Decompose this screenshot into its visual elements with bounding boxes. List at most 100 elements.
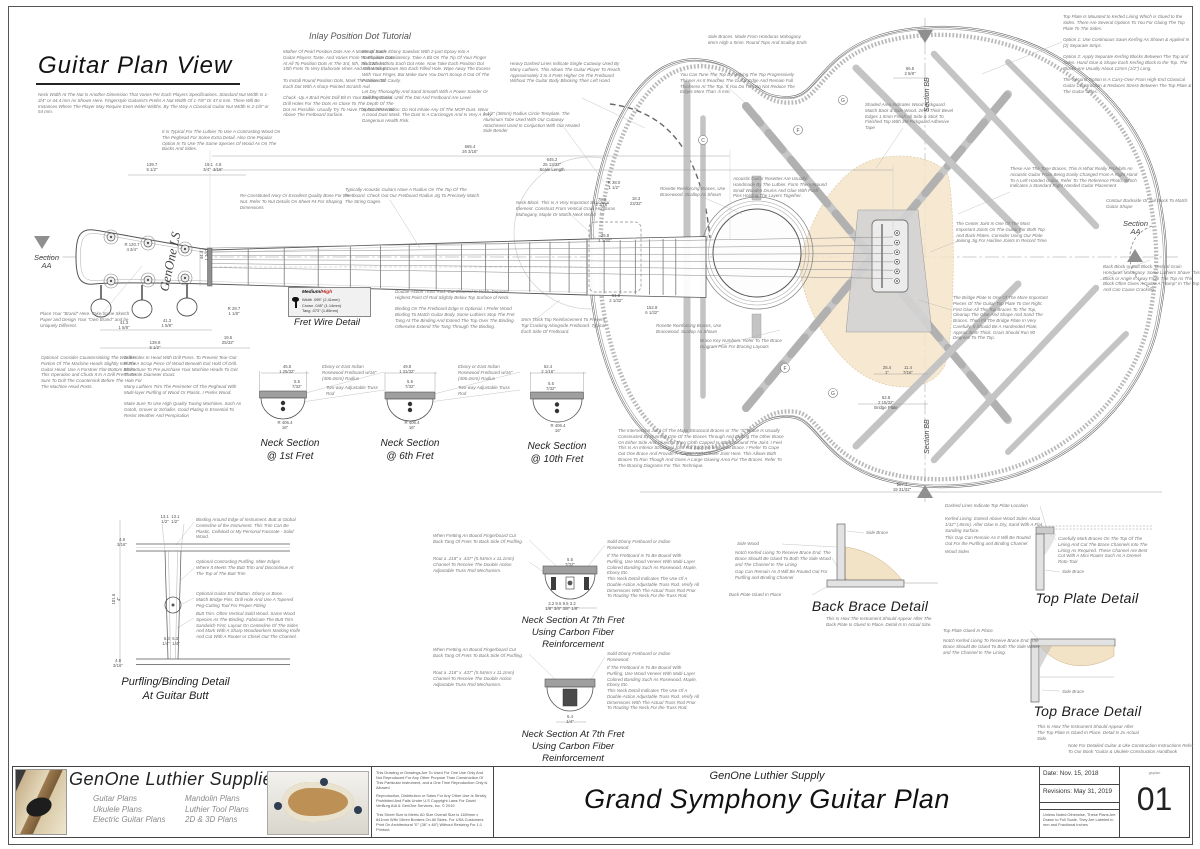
caption-neck-section-10: Neck Section @ 10th Fret xyxy=(527,441,587,465)
dimension-label: 18.3 23/32" xyxy=(629,196,643,207)
note-x-brace-joint: The Intersection Joint Of The Major Stru… xyxy=(618,428,784,468)
dimension-label: 25.8 1 1/32" xyxy=(598,233,612,244)
note-tune-top: You Can Tune The Top By Making The Top P… xyxy=(680,72,795,95)
plans-list-item: Mandolin Plans xyxy=(185,794,240,803)
caption-back-brace: Back Brace Detail xyxy=(811,598,929,614)
fret-crown-spec: Crown .045" (1.14mm) xyxy=(302,302,342,308)
note-brand: Place Your "Brand" Here. Take Some Sketc… xyxy=(40,311,130,328)
brace-key-letter: G xyxy=(841,98,845,104)
plans-list-item: Electric Guitar Plans xyxy=(93,815,166,824)
dimension-label: 19.5 25/32" xyxy=(221,335,235,346)
neck-section-6th-fret xyxy=(384,391,436,422)
dimension-label: 6.3 6.3 1/4" 1/4" xyxy=(162,636,180,647)
bridge xyxy=(871,219,909,293)
tail-block xyxy=(1129,225,1153,289)
note-rosette: Acoustic Guitar Rosettes Are Usually Han… xyxy=(733,176,827,199)
dimension-label: 5.5 7/32" xyxy=(546,381,556,392)
note-mark-braces: Carefully Mark Braces On The Top Of The … xyxy=(1058,536,1148,564)
label-back-plate: Back Plate Glued In Place xyxy=(729,592,782,597)
date-cell: Date: Nov. 15, 2018 Revisions: May 31, 2… xyxy=(1039,767,1120,837)
plan-title-cell: GenOne Luthier Supply Grand Symphony Gui… xyxy=(493,767,1040,837)
label-side-brace: Side Brace xyxy=(866,530,889,535)
dimension-label: 45.5 1 25/32" xyxy=(279,364,295,375)
section-aa-triangle-left xyxy=(34,236,50,249)
note-tail-block: Contour Backside Of Tail Block To Match … xyxy=(1106,198,1188,209)
dimension-label: 51.8 2 1/32" xyxy=(609,293,623,304)
note-notch-kerfed: Notch Kerfed Lining To Receive Brace End… xyxy=(735,550,831,567)
dimension-label: R 120.7 4 3/4" xyxy=(124,242,140,253)
dimension-label: 665.4 26 3/16" xyxy=(462,144,478,155)
note-nut-material: Re-Constituted Ivory Or Excellent Qualit… xyxy=(240,193,350,210)
note-peghead-wood: It Is Typical For The Luthier To Use A C… xyxy=(162,129,281,152)
dimension-label: R 28.7 1 1/8" xyxy=(227,306,241,317)
note-truss-binding: Double-Action Truss Rod. Cut Channel In … xyxy=(395,289,515,329)
sheet-number: 01 xyxy=(1136,781,1173,817)
label-top-plate-glued: Top Plate Glued In Place. xyxy=(943,628,994,633)
dimension-label: R 406.4 16" xyxy=(404,420,420,431)
dimension-label: 41.3 1 5/8" xyxy=(161,318,173,329)
leader-lines xyxy=(99,41,1151,692)
sheet-border xyxy=(8,6,1193,845)
dimension-label: 101.6 4" xyxy=(110,593,121,605)
caption-top-brace: Top Brace Detail xyxy=(1033,703,1142,719)
fret-grade-high-label: High xyxy=(321,290,333,295)
dimension-label: 11.4 7/16" xyxy=(903,365,913,376)
fret-tang-spec: Tang .073" (1.85mm) xyxy=(302,308,339,314)
top-brace-detail xyxy=(1030,638,1116,703)
dimension-label: 13.1 13.1 1/2" 1/2" xyxy=(160,514,180,525)
note-kerfing-options: Top Plate Is Mounted to Kerfed Lining Wh… xyxy=(1063,14,1192,94)
plans-list-item: Ukulele Plans xyxy=(93,804,142,814)
fret-wire-detail-box: Medium/High Width .095" (2.41mm) Crown .… xyxy=(288,287,371,317)
dimension-label: 41.3 1 5/8" xyxy=(118,320,130,331)
neck-block xyxy=(588,221,642,293)
logo-photo-guitar-mold xyxy=(267,771,369,835)
neck-section-10th-fret xyxy=(530,391,584,423)
caption-neck-7th-b: Neck Section At 7th Fret Using Carbon Fi… xyxy=(521,729,625,764)
dimension-label: 49.8 1 31/32" xyxy=(399,364,415,375)
neck-edges xyxy=(209,238,588,296)
note-end-button: Optional Guitar End Button. Ebony or Bon… xyxy=(196,591,294,608)
dimension-label: R 406.4 16" xyxy=(550,423,566,434)
note-top-reinforcement: 3mm Thick Top Reinforcement To Prevent T… xyxy=(521,317,606,334)
top-plate-detail xyxy=(1035,525,1152,591)
brace-key-letter: C xyxy=(701,138,705,144)
dimension-label: 44.4 1 3/4" xyxy=(198,249,209,261)
note-drill-holes: Drill Holes In Head With Drill Press. To… xyxy=(124,355,242,418)
section-aa-triangle-right xyxy=(1127,249,1143,262)
note-cutaway: Heavy Dashed Lines Indicate Single Cutaw… xyxy=(510,61,621,84)
note-verify-truss: This Neck Detail Indicates The Use Of A … xyxy=(607,688,699,711)
plans-list-item: 2D & 3D Plans xyxy=(185,815,238,824)
end-button xyxy=(164,596,182,614)
dimension-label: 4.8 3/16" xyxy=(117,537,127,548)
plans-list-item: Luthier Tool Plans xyxy=(185,804,249,814)
note-gap-remain: Gap Can Remain As It Will Be Routed Out … xyxy=(735,569,828,580)
label-section-bb-top: Section BB xyxy=(924,77,932,112)
section-bb-triangle-bottom xyxy=(917,485,933,498)
nut xyxy=(207,247,213,287)
label-side-brace: Side Brace xyxy=(1062,569,1085,574)
label-side-brace: Side Brace xyxy=(1062,689,1085,694)
inlay-tutorial-heading: Inlay Position Dot Tutorial xyxy=(309,31,411,41)
fret-grade-label: Medium/ xyxy=(302,290,322,295)
legal-paragraph: Reproduction, Distribution or Sales For … xyxy=(376,793,487,809)
scale-note: Unless Noted Otherwise, These Plans Are … xyxy=(1043,812,1116,828)
neck-section-7th-carbon-a xyxy=(542,565,598,600)
tuner-posts xyxy=(103,229,193,289)
note-truss-channel: Rout a .218" x .437" (5.54mm x 11.1mm) C… xyxy=(433,670,515,687)
cutaway-dashed-line xyxy=(609,103,711,239)
note-verify-truss: This Neck Detail Indicates The Use Of A … xyxy=(607,576,699,599)
sheet-code: gsplan xyxy=(1148,770,1161,775)
empty-row xyxy=(1040,803,1120,810)
mold-shape xyxy=(282,782,354,822)
dimension-label: 152.8 6 1/32" xyxy=(645,305,659,316)
logo-photo-guitar-section xyxy=(15,769,67,835)
caption-neck-section-6: Neck Section @ 6th Fret xyxy=(380,438,440,462)
note-back-block: Back Block or Butt Block. Vertical Grain… xyxy=(1103,264,1200,292)
note-notch-kerfed-2: Notch Kerfed Lining To Receive Brace End… xyxy=(943,638,1039,655)
note-fret-tang: When Fretting An Bound Fingerboard Cut B… xyxy=(433,533,523,544)
company-name: GenOne Luthier Supplies xyxy=(69,769,283,789)
note-brace-keys: Brace Key Numbers. Refer To The Brace Di… xyxy=(700,338,782,349)
